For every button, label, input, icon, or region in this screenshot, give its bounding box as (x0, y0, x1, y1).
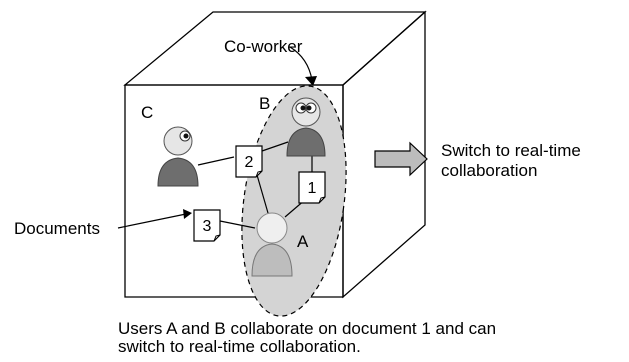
document-2-number: 2 (245, 154, 254, 171)
caption-line-2: switch to real-time collaboration. (118, 337, 361, 356)
person-b-pupil-right (306, 105, 312, 111)
link-c-doc2 (197, 156, 235, 166)
switch-label-line1: Switch to real-time (441, 141, 581, 160)
link-doc3-a (219, 220, 256, 229)
person-b (286, 97, 326, 157)
switch-arrow (374, 141, 428, 177)
person-b-head (291, 97, 321, 127)
person-c-body (157, 157, 199, 187)
person-a-body (251, 243, 293, 277)
person-c (157, 126, 199, 187)
document-1-number: 1 (308, 180, 317, 197)
link-doc2-b (261, 141, 289, 152)
document-3-number: 3 (203, 218, 212, 235)
coworker-pointer (289, 46, 317, 86)
person-c-pupil (183, 133, 189, 139)
person-a (251, 212, 293, 277)
figure-caption: Users A and B collaborate on document 1 … (118, 320, 496, 356)
person-c-head (163, 126, 193, 156)
person-b-pupil-left (300, 105, 306, 111)
document-3: 3 (193, 209, 221, 242)
user-b-label: B (259, 94, 271, 113)
document-2: 2 (235, 145, 263, 178)
documents-label: Documents (14, 219, 100, 238)
document-1: 1 (298, 171, 326, 204)
caption-line-1: Users A and B collaborate on document 1 … (118, 319, 497, 338)
documents-pointer (117, 209, 192, 229)
person-b-body (286, 127, 326, 157)
user-a-label: A (297, 232, 309, 251)
switch-label-line2: collaboration (441, 161, 538, 180)
cube-side-face (342, 10, 426, 299)
coworker-label: Co-worker (224, 37, 303, 56)
person-a-head (256, 212, 288, 244)
user-c-label: C (141, 103, 154, 122)
